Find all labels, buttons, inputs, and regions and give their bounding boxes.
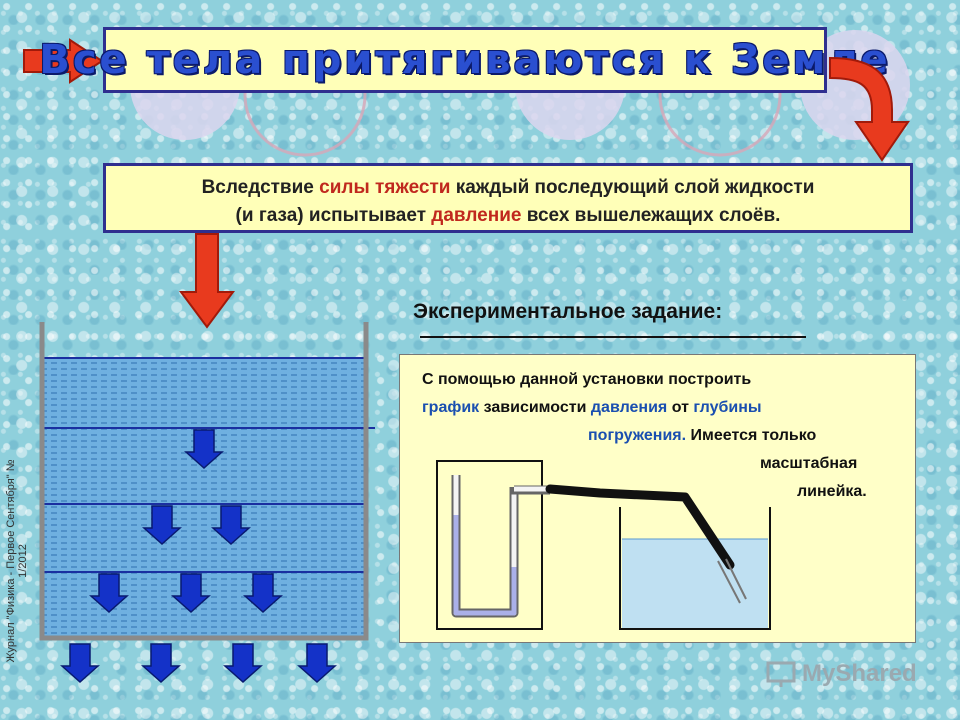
task-line-3: погружения. Имеется только [588,427,816,445]
manometer-apparatus [436,460,771,630]
graph-term: график [422,399,480,416]
task-line-2: график зависимости давления от глубины [422,399,762,417]
task-text: Имеется только [686,427,817,444]
vessel-diagram [39,322,375,683]
side-caption: Журнал "Физика - Первое Сентября" № 1/20… [5,459,29,663]
statement-text: (и газа) испытывает [235,205,432,226]
immersion-term: погружения. [588,427,687,444]
task-heading-underline [420,336,806,338]
gravity-term: силы тяжести [319,177,451,198]
title-box: Все тела притягиваются к Земле [39,27,888,93]
task-text: зависимости [479,399,591,416]
task-line-1: С помощью данной установки построить [422,371,752,388]
task-line-4: масштабная [760,455,858,472]
red-curved-arrow-icon [829,56,910,162]
statement-text: Вследствие [201,177,320,198]
red-arrow-down-icon [179,233,235,329]
watermark: MyShared [766,660,917,688]
statement-text: всех вышележащих слоёв. [521,205,781,226]
task-box: С помощью данной установки построить гра… [399,354,916,643]
page-title: Все тела притягиваются к Земле [39,37,891,83]
depth-term: глубины [693,399,762,416]
pressure-term: давления [590,399,668,416]
pressure-term: давление [431,205,522,226]
statement-line-1: Вследствие силы тяжести каждый последующ… [106,174,910,202]
task-text: от [667,399,694,416]
task-heading: Экспериментальное задание: [413,300,723,323]
statement-text: каждый последующий слой жидкости [450,177,815,198]
watermark-text: MyShared [802,660,917,687]
red-arrow-right-icon [23,38,104,84]
task-line-5: линейка. [797,483,867,500]
statement-line-2: (и газа) испытывает давление всех вышеле… [106,202,910,230]
statement-box: Вследствие силы тяжести каждый последующ… [103,163,913,233]
presentation-icon [766,661,796,687]
